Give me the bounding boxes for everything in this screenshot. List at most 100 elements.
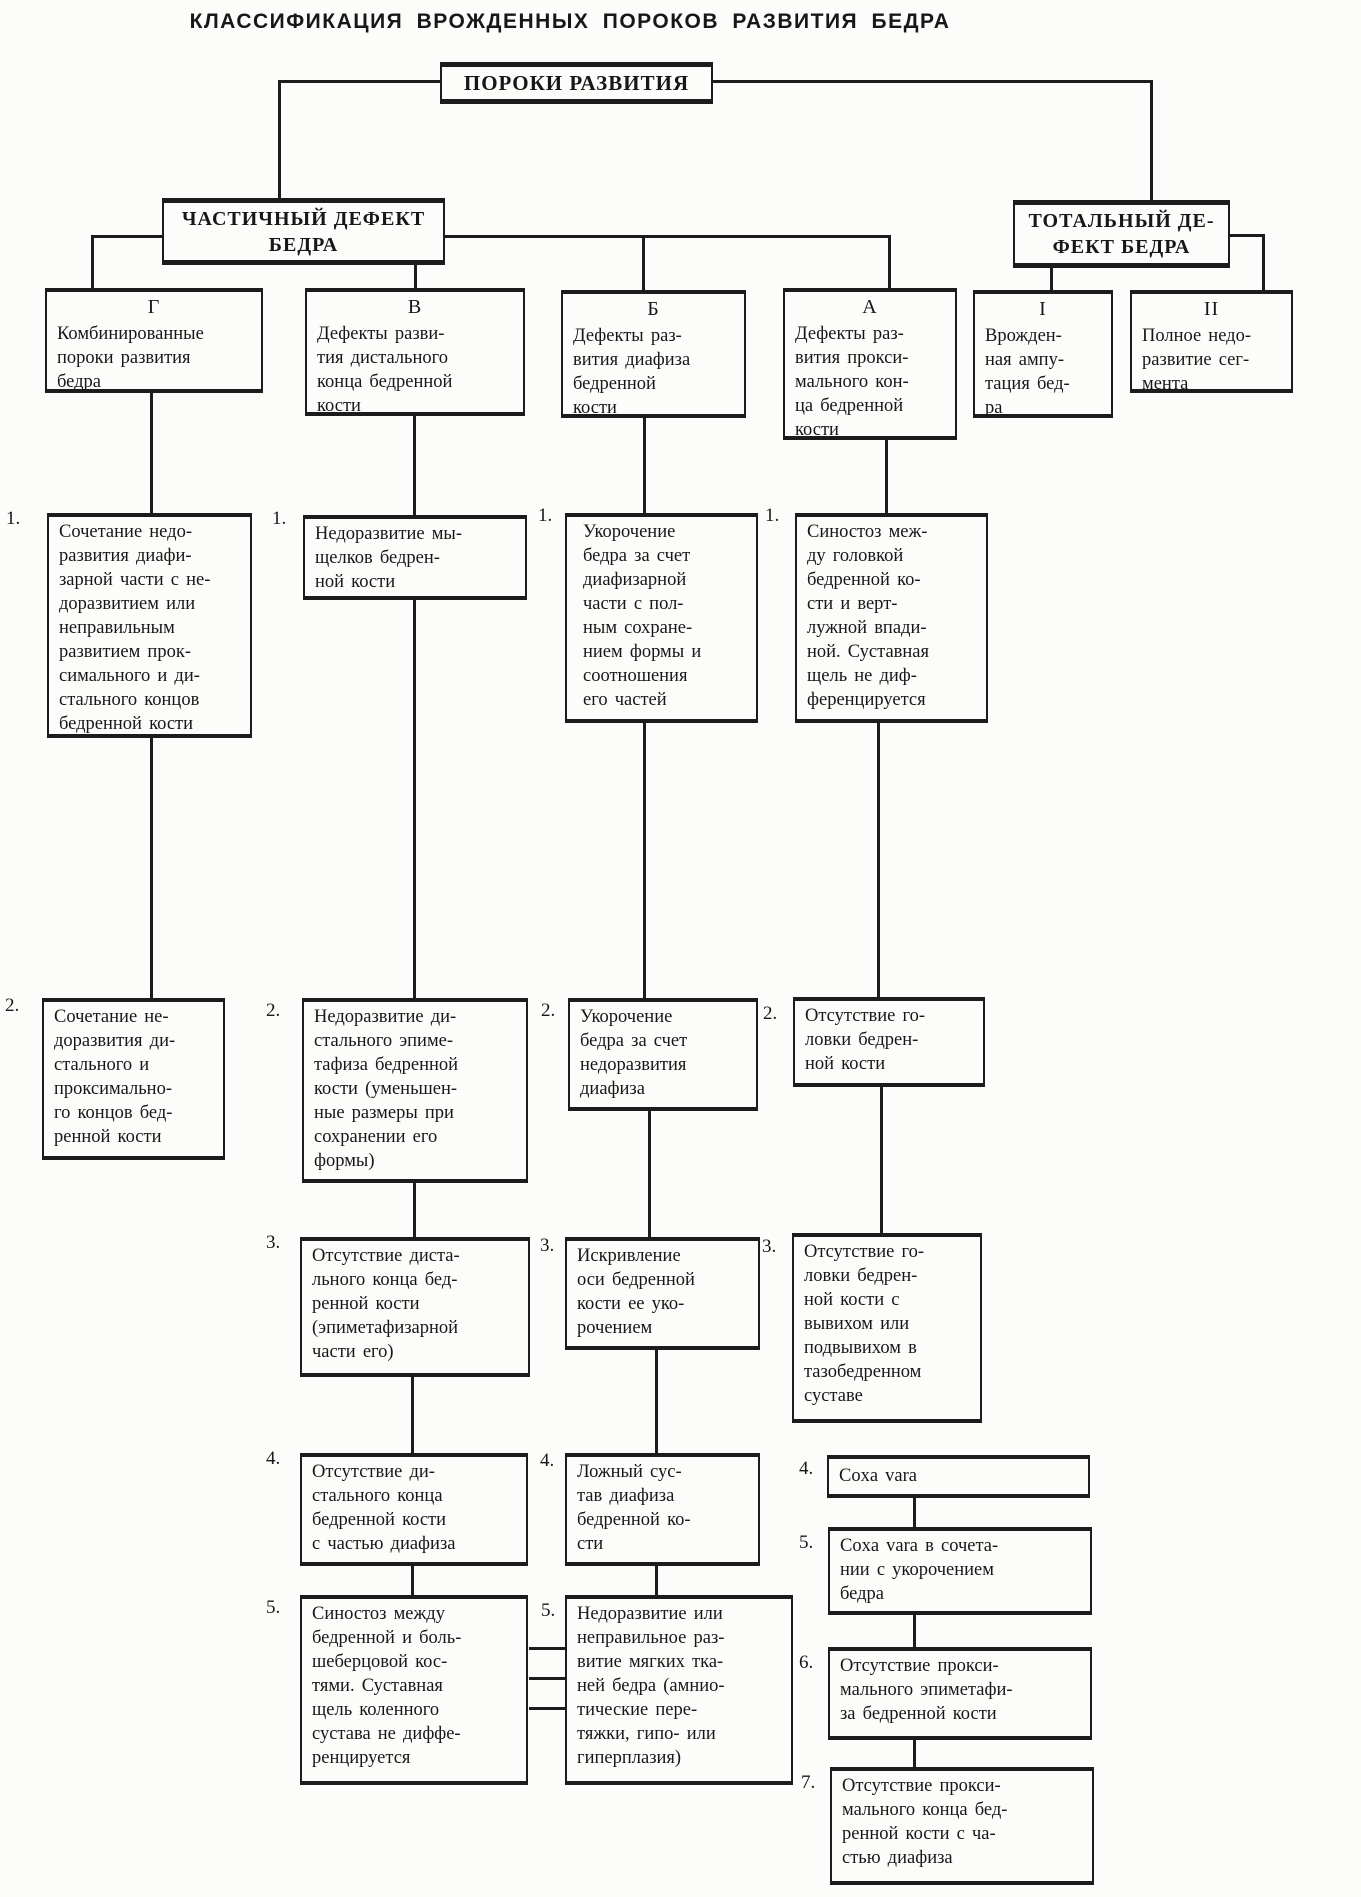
item-number-a-6: 6. <box>799 1652 814 1673</box>
connector-line <box>643 723 646 998</box>
item-text-g-2: Сочетание не- доразвития ди- стального и… <box>54 1007 176 1147</box>
item-number-v-3: 3. <box>266 1232 281 1253</box>
category-box-g: Г Комбинированные пороки развития бедра <box>45 288 263 393</box>
item-box-b-5: Недоразвитие или неправильное раз- витие… <box>565 1595 793 1785</box>
item-text-v-1: Недоразвитие мы- щелков бедрен- ной кост… <box>315 524 463 592</box>
item-text-a-6: Отсутствие прокси- мального эпиметафи- з… <box>840 1656 1013 1724</box>
connector-line <box>91 235 94 288</box>
item-number-v-4: 4. <box>266 1448 281 1469</box>
item-box-v-5: Синостоз между бедренной и боль- шеберцо… <box>300 1595 528 1785</box>
item-text-a-7: Отсутствие прокси- мального конца бед- р… <box>842 1776 1008 1868</box>
item-box-a-4: Coxa vara <box>827 1455 1090 1498</box>
item-box-a-2: Отсутствие го- ловки бедрен- ной кости <box>793 997 985 1087</box>
connector-line <box>880 1087 883 1233</box>
item-number-b-3: 3. <box>540 1235 555 1256</box>
connector-line <box>913 1740 916 1767</box>
item-number-a-5: 5. <box>799 1532 814 1553</box>
connector-line <box>280 80 440 83</box>
connector-line <box>1262 234 1265 290</box>
item-box-v-1: Недоразвитие мы- щелков бедрен- ной кост… <box>303 515 527 600</box>
item-text-b-5: Недоразвитие или неправильное раз- витие… <box>577 1604 725 1768</box>
item-text-g-1: Сочетание недо- развития диафи- зарной ч… <box>59 522 211 734</box>
connector-line <box>913 1498 916 1527</box>
connector-line <box>1150 80 1153 200</box>
connector-line <box>885 440 888 513</box>
item-box-v-3: Отсутствие диста- льного конца бед- ренн… <box>300 1237 530 1377</box>
item-number-a-1: 1. <box>765 505 780 526</box>
category-letter-i: I <box>1039 298 1047 320</box>
category-letter-b: Б <box>647 298 660 320</box>
item-box-b-1: Укорочение бедра за счет диафизарной час… <box>565 513 758 723</box>
connector-line <box>414 265 417 288</box>
item-text-b-3: Искривление оси бедренной кости ее уко- … <box>577 1246 695 1338</box>
item-box-b-3: Искривление оси бедренной кости ее уко- … <box>565 1237 760 1350</box>
item-box-a-1: Синостоз меж- ду головкой бедренной ко- … <box>795 513 988 723</box>
connector-line <box>411 1377 414 1453</box>
category-box-v: В Дефекты разви- тия дистального конца б… <box>305 288 525 416</box>
root-box: ПОРОКИ РАЗВИТИЯ <box>440 62 713 104</box>
item-number-g-1: 1. <box>6 508 21 529</box>
item-text-v-3: Отсутствие диста- льного конца бед- ренн… <box>312 1246 460 1362</box>
branch-total-label: ТОТАЛЬНЫЙ ДЕ- ФЕКТ БЕДРА <box>1028 210 1215 258</box>
connector-line <box>445 235 891 238</box>
connector-line <box>411 1566 414 1595</box>
item-text-b-1: Укорочение бедра за счет диафизарной час… <box>583 522 702 710</box>
item-number-g-2: 2. <box>5 995 20 1016</box>
category-text-b: Дефекты раз- вития диафиза бедренной кос… <box>573 326 691 418</box>
connector-dash <box>529 1677 565 1680</box>
item-text-v-4: Отсутствие ди- стального конца бедренной… <box>312 1462 456 1554</box>
item-number-a-4: 4. <box>799 1458 814 1479</box>
category-letter-a: А <box>862 296 878 318</box>
item-text-a-2: Отсутствие го- ловки бедрен- ной кости <box>805 1006 926 1074</box>
item-box-a-6: Отсутствие прокси- мального эпиметафи- з… <box>828 1647 1092 1740</box>
item-number-a-7: 7. <box>801 1772 816 1793</box>
category-box-ii: II Полное недо- развитие сег- мента <box>1130 290 1293 394</box>
item-number-b-1: 1. <box>538 505 553 526</box>
connector-line <box>150 393 153 513</box>
category-box-a: А Дефекты раз- вития прокси- мального ко… <box>783 288 957 440</box>
connector-line <box>877 723 880 997</box>
item-box-g-2: Сочетание не- доразвития ди- стального и… <box>42 998 225 1160</box>
root-label: ПОРОКИ РАЗВИТИЯ <box>463 71 690 95</box>
item-text-a-5: Coxa vara в сочета- нии с укорочением бе… <box>840 1536 999 1604</box>
item-box-v-2: Недоразвитие ди- стального эпиме- тафиза… <box>302 998 528 1183</box>
connector-line <box>92 235 162 238</box>
category-box-i: I Врожден- ная ампу- тация бед- ра <box>973 290 1113 418</box>
item-text-a-3: Отсутствие го- ловки бедрен- ной кости с… <box>804 1242 925 1406</box>
item-box-a-3: Отсутствие го- ловки бедрен- ной кости с… <box>792 1233 982 1423</box>
connector-line <box>278 80 281 198</box>
connector-line <box>655 1566 658 1595</box>
item-number-b-4: 4. <box>540 1450 555 1471</box>
item-box-a-5: Coxa vara в сочета- нии с укорочением бе… <box>828 1527 1092 1615</box>
connector-line <box>413 416 416 515</box>
category-text-i: Врожден- ная ампу- тация бед- ра <box>985 326 1070 418</box>
connector-line <box>655 1350 658 1453</box>
connector-line <box>413 600 416 998</box>
item-box-b-2: Укорочение бедра за счет недоразвития ди… <box>568 998 758 1111</box>
category-letter-v: В <box>407 296 423 318</box>
page-title: КЛАССИФИКАЦИЯ ВРОЖДЕННЫХ ПОРОКОВ РАЗВИТИ… <box>189 10 951 33</box>
connector-line <box>713 80 1152 83</box>
item-text-a-1: Синостоз меж- ду головкой бедренной ко- … <box>807 522 930 710</box>
item-number-b-5: 5. <box>541 1600 556 1621</box>
connector-line <box>150 738 153 998</box>
category-text-ii: Полное недо- развитие сег- мента <box>1142 326 1252 394</box>
category-text-g: Комбинированные пороки развития бедра <box>57 324 204 392</box>
branch-partial-box: ЧАСТИЧНЫЙ ДЕФЕКТ БЕДРА <box>162 198 445 265</box>
connector-dash <box>529 1647 565 1650</box>
category-letter-g: Г <box>147 296 161 318</box>
item-text-b-2: Укорочение бедра за счет недоразвития ди… <box>580 1007 688 1099</box>
item-box-g-1: Сочетание недо- развития диафи- зарной ч… <box>47 513 252 738</box>
item-number-a-2: 2. <box>763 1003 778 1024</box>
item-text-a-4: Coxa vara <box>839 1466 918 1486</box>
connector-line <box>413 1183 416 1237</box>
item-box-b-4: Ложный сус- тав диафиза бедренной ко- ст… <box>565 1453 760 1566</box>
item-number-v-1: 1. <box>272 508 287 529</box>
category-text-a: Дефекты раз- вития прокси- мального кон-… <box>795 324 909 440</box>
connector-line <box>643 418 646 513</box>
category-box-b: Б Дефекты раз- вития диафиза бедренной к… <box>561 290 746 418</box>
item-number-a-3: 3. <box>762 1236 777 1257</box>
connector-line <box>642 235 645 290</box>
connector-line <box>888 235 891 288</box>
